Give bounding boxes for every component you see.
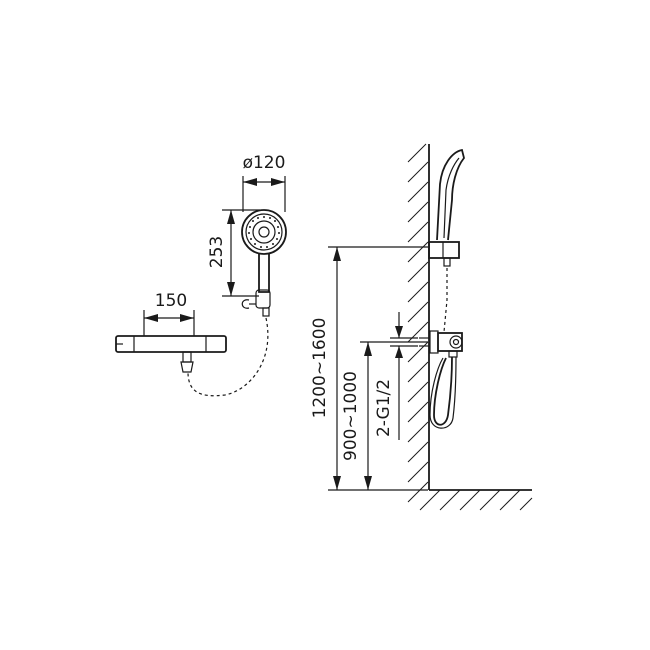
diameter-label: ø120 xyxy=(243,153,286,173)
hand-shower-side-view xyxy=(428,148,465,333)
mixer-height-label: 900~1000 xyxy=(341,371,361,461)
mixer-spacing-dimension: 150 xyxy=(143,291,195,336)
mixer-side-view xyxy=(419,330,463,429)
nozzle-pattern xyxy=(248,216,280,248)
head-length-dimension: 253 xyxy=(207,209,260,297)
diameter-dimension: ø120 xyxy=(242,153,286,212)
bar-height-label: 1200~1600 xyxy=(310,318,330,419)
bar-height-dimension: 1200~1600 xyxy=(310,246,428,491)
mixer-height-dimension: 900~1000 xyxy=(341,341,428,490)
inlet-thread-label: 2-G1/2 xyxy=(374,379,394,437)
head-length-label: 253 xyxy=(207,236,227,268)
thermostatic-mixer-front-view xyxy=(115,335,227,373)
inlet-thread-callout: 2-G1/2 xyxy=(374,312,418,440)
mixer-spacing-label: 150 xyxy=(155,291,187,311)
hand-shower-front-view xyxy=(187,209,287,397)
wall-section xyxy=(407,143,533,511)
